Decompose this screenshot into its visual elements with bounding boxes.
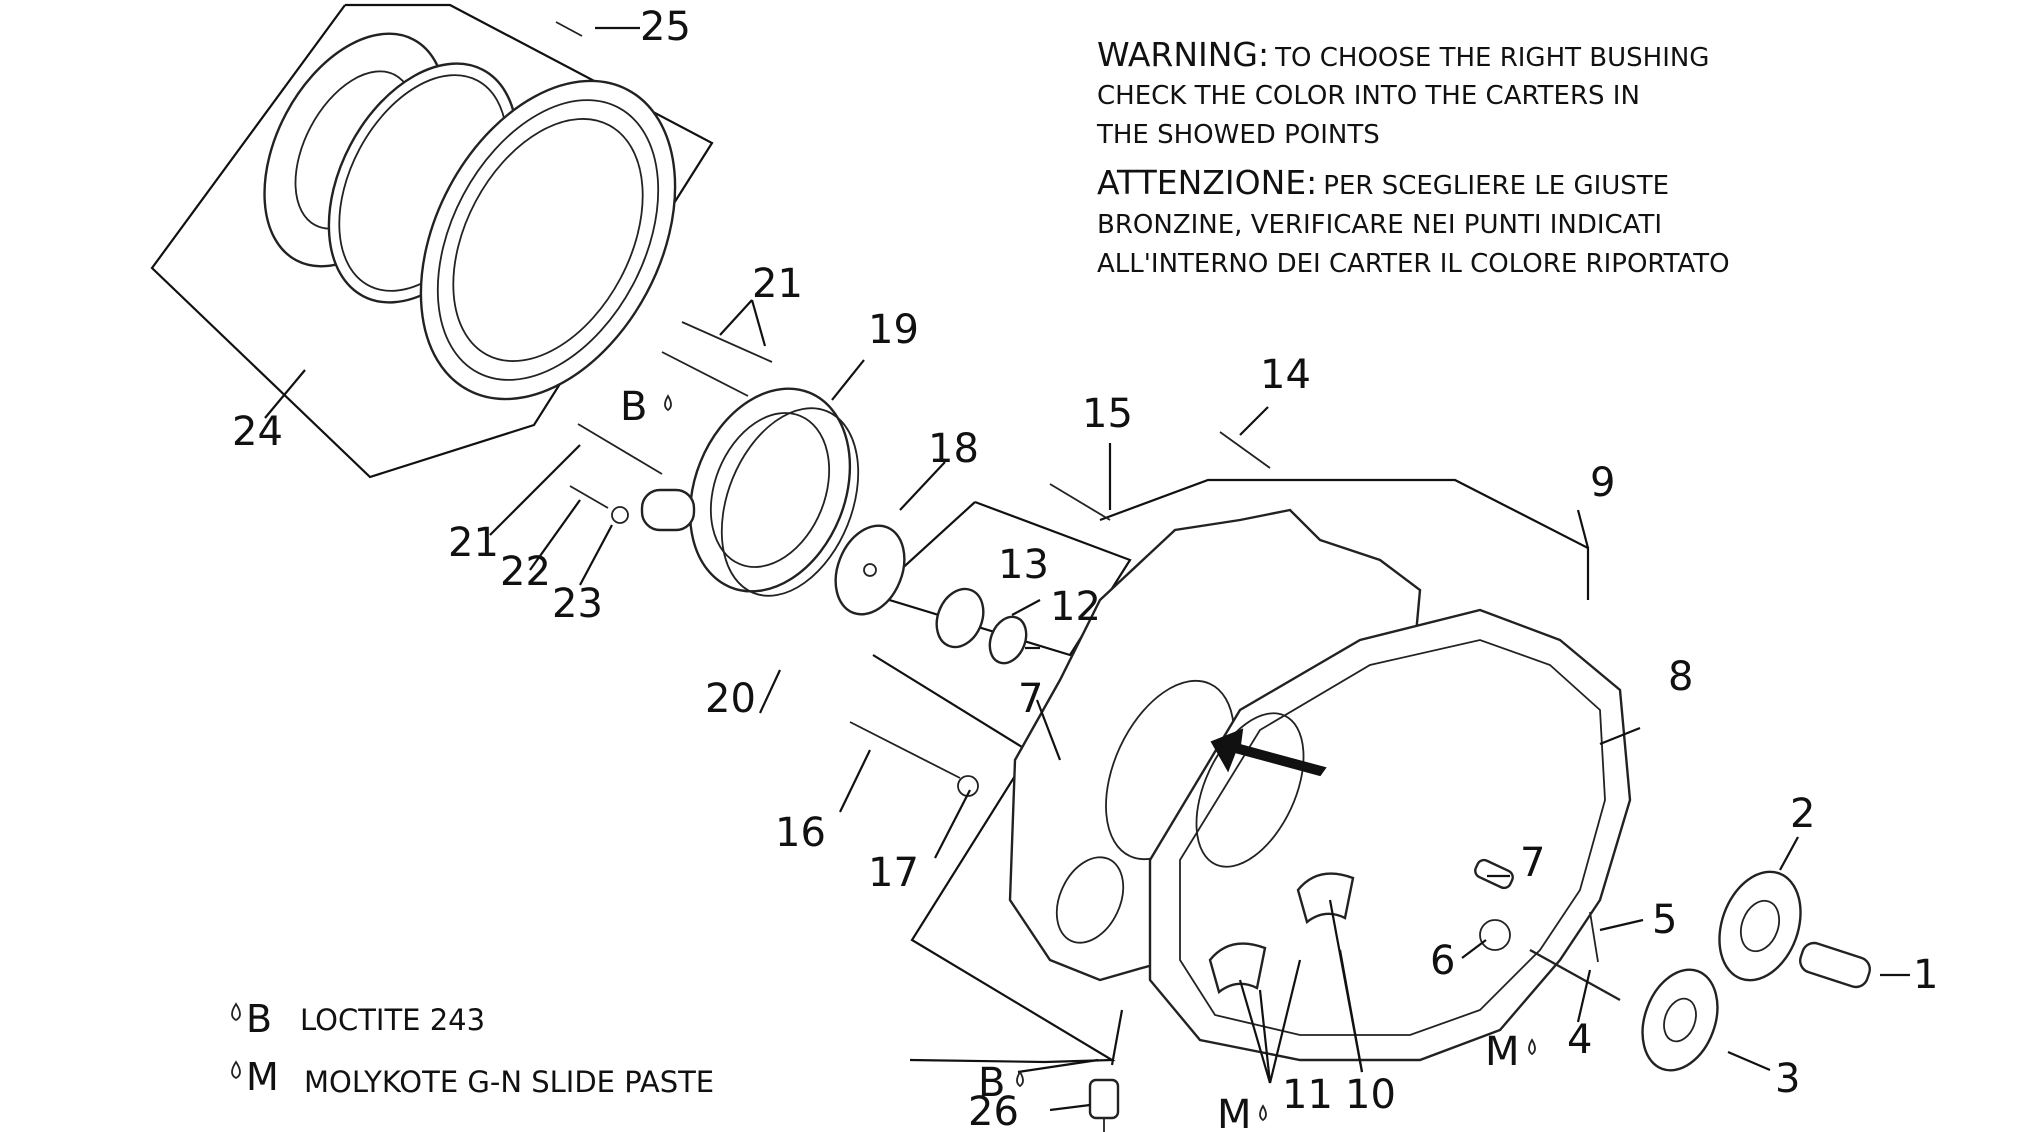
- droplet-icon: [231, 1060, 241, 1080]
- callout-16: 16: [775, 810, 826, 856]
- svg-text:ATTENZIONE:PER SCEGLIERE LE GI: ATTENZIONE:PER SCEGLIERE LE GIUSTE: [1097, 163, 1669, 202]
- leader-lines: [264, 26, 1910, 1112]
- bushing-11: [1208, 942, 1267, 995]
- warning-notice: WARNING:TO CHOOSE THE RIGHT BUSHING CHEC…: [1096, 35, 1730, 279]
- bushing-10: [1296, 872, 1355, 925]
- callout-3: 3: [1775, 1056, 1800, 1102]
- group-frames: [150, 3, 1590, 1064]
- shaft-4: [1529, 948, 1621, 1002]
- callout-7b: 7: [1520, 840, 1545, 886]
- bolt-16: [849, 721, 961, 779]
- bolt-21-top: [681, 321, 773, 363]
- legend-item-loctite: B LOCTITE 243: [231, 997, 485, 1041]
- callout-15: 15: [1082, 391, 1133, 437]
- warning-text-en-3: THE SHOWED POINTS: [1096, 120, 1380, 150]
- bolt-21-mid: [661, 351, 749, 397]
- arrow-pointer: [1210, 728, 1327, 777]
- warning-text-en-1: TO CHOOSE THE RIGHT BUSHING: [1274, 43, 1709, 73]
- crankcase-upper-frame: [1099, 478, 1590, 600]
- clutch-cover: [419, 79, 677, 401]
- droplet-icon: [1528, 1038, 1536, 1056]
- callout-21a: 21: [752, 261, 803, 307]
- marker-b-pump: B: [620, 384, 647, 430]
- bolt-14: [1219, 431, 1271, 469]
- callout-21b: 21: [448, 520, 499, 566]
- callouts: 1 2 3 4 5 6 7 7 8 9 10 11 12 13 14 15 16…: [232, 4, 1938, 1132]
- callout-25: 25: [640, 4, 691, 50]
- droplet-icon: [1016, 1070, 1024, 1088]
- bolt-15: [1049, 483, 1111, 521]
- callout-4: 4: [1567, 1017, 1592, 1063]
- callout-17: 17: [868, 850, 919, 896]
- crankcase-assembly: [1008, 508, 1632, 1062]
- legend-symbol-m: M: [246, 1055, 279, 1099]
- gear-2: [1718, 870, 1802, 982]
- marker-b-sensor: B: [978, 1060, 1005, 1106]
- warning-text-it-1: PER SCEGLIERE LE GIUSTE: [1323, 171, 1669, 201]
- legend-label-loctite: LOCTITE 243: [300, 1003, 485, 1037]
- markers: B B M M: [620, 384, 1536, 1132]
- callout-5: 5: [1652, 897, 1677, 943]
- bolt-22: [569, 485, 609, 509]
- callout-26: 26: [968, 1089, 1019, 1132]
- droplet-icon: [664, 394, 672, 412]
- gear-3: [1641, 968, 1719, 1072]
- warning-text-it-3: ALL'INTERNO DEI CARTER IL COLORE RIPORTA…: [1097, 249, 1730, 279]
- crankcase-lower-frame: [872, 654, 1116, 1064]
- impeller: [834, 524, 906, 616]
- callout-9: 9: [1590, 460, 1615, 506]
- callout-14: 14: [1260, 352, 1311, 398]
- clutch-cover-assembly: [263, 21, 677, 401]
- seal-13: [935, 587, 985, 649]
- callout-23: 23: [552, 581, 603, 627]
- droplet-icon: [1259, 1104, 1267, 1122]
- callout-7a: 7: [1018, 676, 1043, 722]
- callout-13: 13: [998, 542, 1049, 588]
- svg-text:WARNING:TO CHOOSE THE RIGHT BU: WARNING:TO CHOOSE THE RIGHT BUSHING: [1097, 35, 1709, 74]
- callout-22: 22: [500, 549, 551, 595]
- washer-6: [1479, 919, 1511, 951]
- gear-assembly: [1641, 870, 1872, 1072]
- bolt-25: [555, 21, 583, 37]
- bearing-12: [988, 615, 1028, 665]
- warning-heading-en: WARNING:: [1097, 35, 1269, 74]
- clutch-cover-frame: [150, 3, 714, 479]
- callout-2: 2: [1790, 791, 1815, 837]
- callout-11: 11: [1282, 1072, 1333, 1118]
- legend-symbol-b: B: [246, 997, 272, 1041]
- marker-m-bushing: M: [1217, 1092, 1252, 1132]
- sensor-assembly: [1088, 1078, 1120, 1132]
- crankcase-gasket: [1148, 608, 1632, 1062]
- callout-20: 20: [705, 676, 756, 722]
- callout-8: 8: [1668, 654, 1693, 700]
- bolt-21-low: [577, 423, 663, 475]
- callout-19: 19: [868, 307, 919, 353]
- pump-outlet: [640, 488, 696, 532]
- dowel-7: [1474, 858, 1514, 890]
- legend-item-molykote: M MOLYKOTE G-N SLIDE PASTE: [231, 1055, 714, 1099]
- callout-6: 6: [1430, 938, 1455, 984]
- pin-1: [1798, 941, 1872, 989]
- pump-oring: [720, 407, 860, 597]
- water-pump-assembly: [569, 321, 1271, 797]
- callout-12: 12: [1050, 584, 1101, 630]
- callout-1: 1: [1913, 952, 1938, 998]
- warning-text-it-2: BRONZINE, VERIFICARE NEI PUNTI INDICATI: [1097, 210, 1662, 240]
- seal-frame: [870, 500, 1132, 657]
- callout-24: 24: [232, 409, 283, 455]
- marker-m-shaft: M: [1485, 1029, 1520, 1075]
- callout-18: 18: [928, 426, 979, 472]
- droplet-icon: [231, 1002, 241, 1022]
- sensor-26: [1088, 1078, 1120, 1120]
- pin-5: [1589, 911, 1599, 963]
- pump-cover: [688, 387, 852, 593]
- callout-10: 10: [1345, 1072, 1396, 1118]
- warning-heading-it: ATTENZIONE:: [1097, 163, 1317, 202]
- legend: B LOCTITE 243 M MOLYKOTE G-N SLIDE PASTE: [231, 997, 714, 1099]
- legend-label-molykote: MOLYKOTE G-N SLIDE PASTE: [304, 1065, 714, 1099]
- washer-23: [611, 506, 629, 524]
- warning-text-en-2: CHECK THE COLOR INTO THE CARTERS IN: [1097, 81, 1640, 111]
